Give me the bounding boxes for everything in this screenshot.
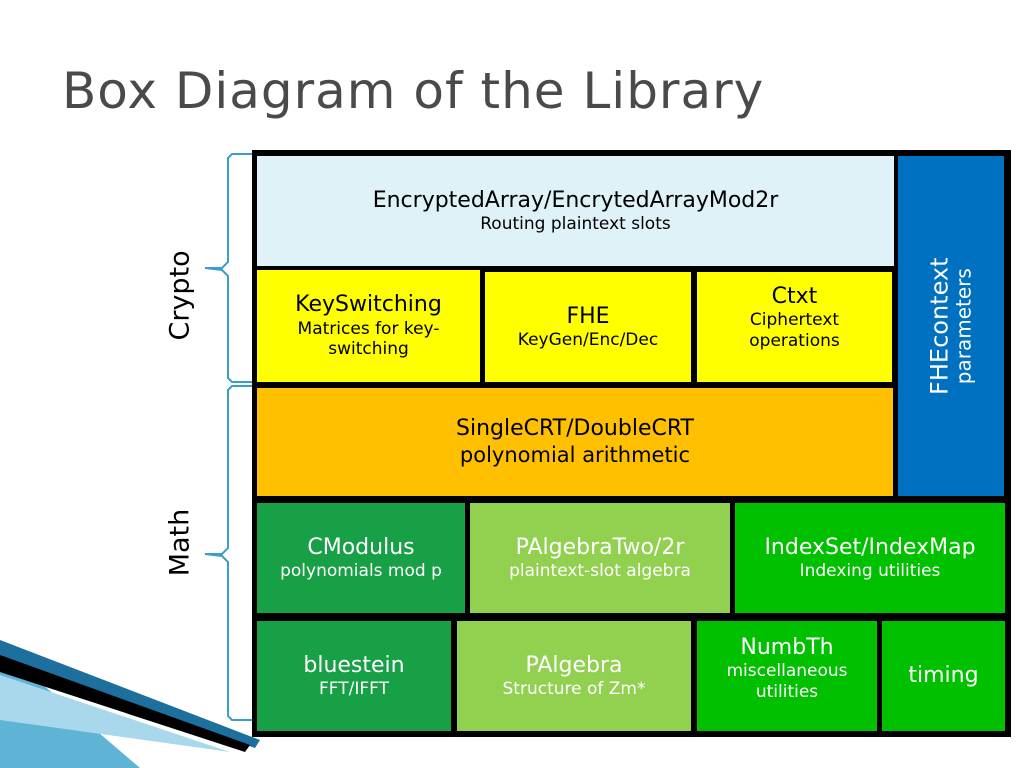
ctxt-title: Ctxt: [771, 284, 818, 309]
fhecontext-sub: parameters: [952, 267, 977, 384]
fhe-title: FHE: [566, 303, 610, 329]
encrypted-array-sub: Routing plaintext slots: [480, 214, 671, 234]
bluestein-sub: FFT/IFFT: [318, 679, 390, 699]
timing-box: timing: [882, 621, 1005, 731]
encrypted-array-box: EncryptedArray/EncrytedArrayMod2r Routin…: [257, 156, 894, 266]
indexset-title: IndexSet/IndexMap: [764, 534, 976, 560]
keyswitching-sub-1: Matrices for key-: [297, 318, 440, 339]
numbth-sub-2: utilities: [755, 681, 819, 702]
fhecontext-title: FHEcontext: [925, 257, 954, 395]
encrypted-array-title: EncryptedArray/EncrytedArrayMod2r: [372, 187, 779, 213]
ctxt-box: Ctxt Ciphertext operations: [697, 272, 892, 382]
indexset-box: IndexSet/IndexMap Indexing utilities: [735, 503, 1005, 613]
math-brace: [204, 385, 254, 721]
numbth-title: NumbTh: [740, 635, 834, 660]
keyswitching-title: KeySwitching: [295, 292, 442, 318]
fhe-box: FHE KeyGen/Enc/Dec: [485, 272, 691, 382]
crt-sub: polynomial arithmetic: [459, 442, 691, 467]
palgebratwo-sub: plaintext-slot algebra: [509, 561, 691, 581]
timing-title: timing: [908, 662, 979, 688]
bluestein-box: bluestein FFT/IFFT: [257, 621, 451, 731]
palgebra-sub: Structure of Zm*: [502, 679, 646, 699]
palgebra-title: PAlgebra: [525, 652, 623, 678]
keyswitching-box: KeySwitching Matrices for key- switching: [257, 270, 480, 382]
crt-title: SingleCRT/DoubleCRT: [456, 416, 694, 442]
fhecontext-box: FHEcontext parameters: [898, 156, 1004, 496]
crypto-label: Crypto: [164, 250, 196, 341]
palgebra-box: PAlgebra Structure of Zm*: [457, 621, 691, 731]
ctxt-sub-2: operations: [749, 330, 840, 351]
cmodulus-box: CModulus polynomials mod p: [257, 503, 465, 613]
ctxt-sub-1: Ciphertext: [749, 310, 840, 331]
fhe-sub: KeyGen/Enc/Dec: [517, 330, 659, 350]
numbth-box: NumbTh miscellaneous utilities: [697, 621, 877, 731]
crt-box: SingleCRT/DoubleCRT polynomial arithmeti…: [257, 388, 893, 496]
page-title: Box Diagram of the Library: [62, 62, 765, 120]
crypto-brace: [204, 153, 254, 383]
palgebratwo-box: PAlgebraTwo/2r plaintext-slot algebra: [470, 503, 730, 613]
keyswitching-sub-2: switching: [328, 339, 409, 360]
indexset-sub: Indexing utilities: [799, 561, 941, 581]
cmodulus-sub: polynomials mod p: [280, 561, 442, 581]
math-label: Math: [164, 508, 196, 577]
bluestein-title: bluestein: [303, 652, 405, 678]
cmodulus-title: CModulus: [307, 534, 415, 560]
numbth-sub-1: miscellaneous: [726, 661, 848, 682]
palgebratwo-title: PAlgebraTwo/2r: [515, 534, 685, 560]
